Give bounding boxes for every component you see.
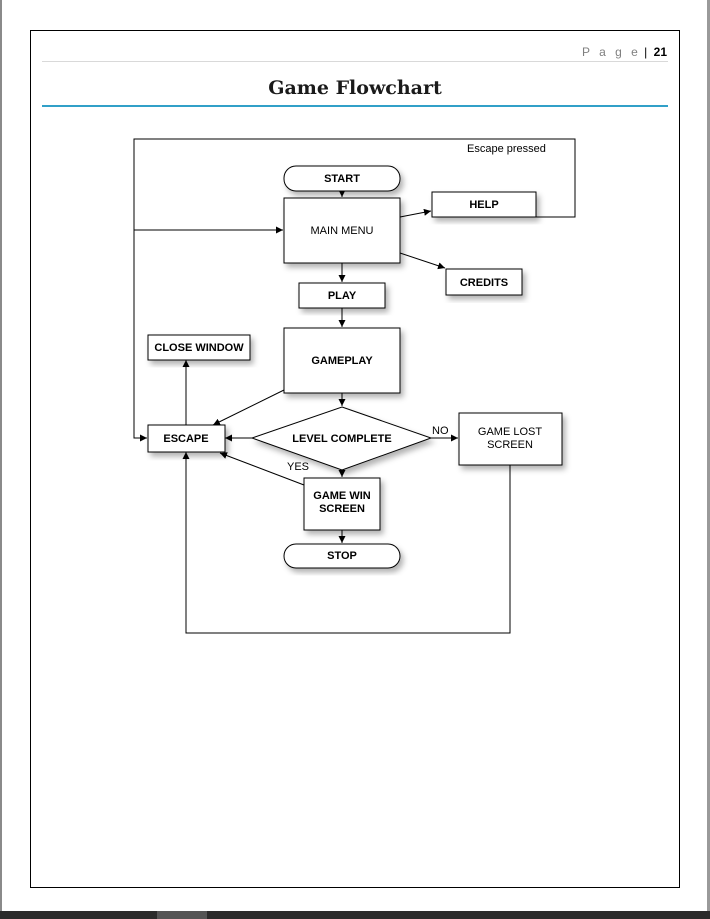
node-start: START <box>283 165 401 192</box>
page-number: 21 <box>653 45 667 59</box>
node-game-win-label-1: GAME WIN <box>313 490 370 502</box>
edge-label-escape-pressed: Escape pressed <box>467 143 546 155</box>
node-help-label: HELP <box>469 199 498 211</box>
node-game-win-label-2: SCREEN <box>319 503 365 515</box>
node-level-complete-label: LEVEL COMPLETE <box>292 433 391 445</box>
page-title: Game Flowchart <box>268 77 442 99</box>
edge-label-yes: YES <box>287 461 309 473</box>
page-border <box>30 30 680 888</box>
node-level-complete: LEVEL COMPLETE <box>250 406 433 471</box>
node-game-win: GAME WIN SCREEN <box>303 477 381 531</box>
node-help: HELP <box>431 191 537 218</box>
page-header: P a g e | 21 <box>0 45 667 59</box>
title-rule <box>42 105 668 107</box>
node-stop-label: STOP <box>327 550 357 562</box>
edge-gamelost-escape-loop <box>182 452 511 634</box>
page-word: P a g e <box>582 45 641 59</box>
connector-lines <box>133 138 576 634</box>
node-play: PLAY <box>298 282 386 309</box>
edge-rail-to-escape <box>133 230 147 442</box>
scrollbar-thumb[interactable] <box>157 911 207 919</box>
node-credits-label: CREDITS <box>460 277 508 289</box>
node-main-menu-label: MAIN MENU <box>311 225 374 237</box>
horizontal-scrollbar[interactable] <box>0 911 710 919</box>
edge-help-escape-loop <box>133 138 576 234</box>
edge-mainmenu-credits <box>399 252 446 270</box>
node-game-lost: GAME LOST SCREEN <box>458 412 563 466</box>
node-play-label: PLAY <box>328 290 357 302</box>
node-game-lost-label-1: GAME LOST <box>478 426 542 438</box>
window-right-edge <box>707 0 710 911</box>
node-start-label: START <box>324 173 360 185</box>
node-close-window-label: CLOSE WINDOW <box>154 342 244 354</box>
window-left-edge <box>0 0 2 911</box>
node-stop: STOP <box>283 543 401 569</box>
edge-mainmenu-help <box>399 208 432 218</box>
node-main-menu: MAIN MENU <box>283 197 401 264</box>
edge-gamewin-escape <box>219 452 305 486</box>
header-rule <box>42 61 668 62</box>
edge-label-no: NO <box>432 425 449 437</box>
node-gameplay-label: GAMEPLAY <box>311 355 373 367</box>
node-close-window: CLOSE WINDOW <box>147 334 251 361</box>
node-game-lost-label-2: SCREEN <box>487 439 533 451</box>
node-escape-label: ESCAPE <box>163 433 208 445</box>
node-credits: CREDITS <box>445 268 523 296</box>
node-gameplay: GAMEPLAY <box>283 327 401 394</box>
node-escape: ESCAPE <box>147 424 226 453</box>
page-separator: | <box>644 45 648 59</box>
edge-gameplay-escape <box>212 389 285 426</box>
